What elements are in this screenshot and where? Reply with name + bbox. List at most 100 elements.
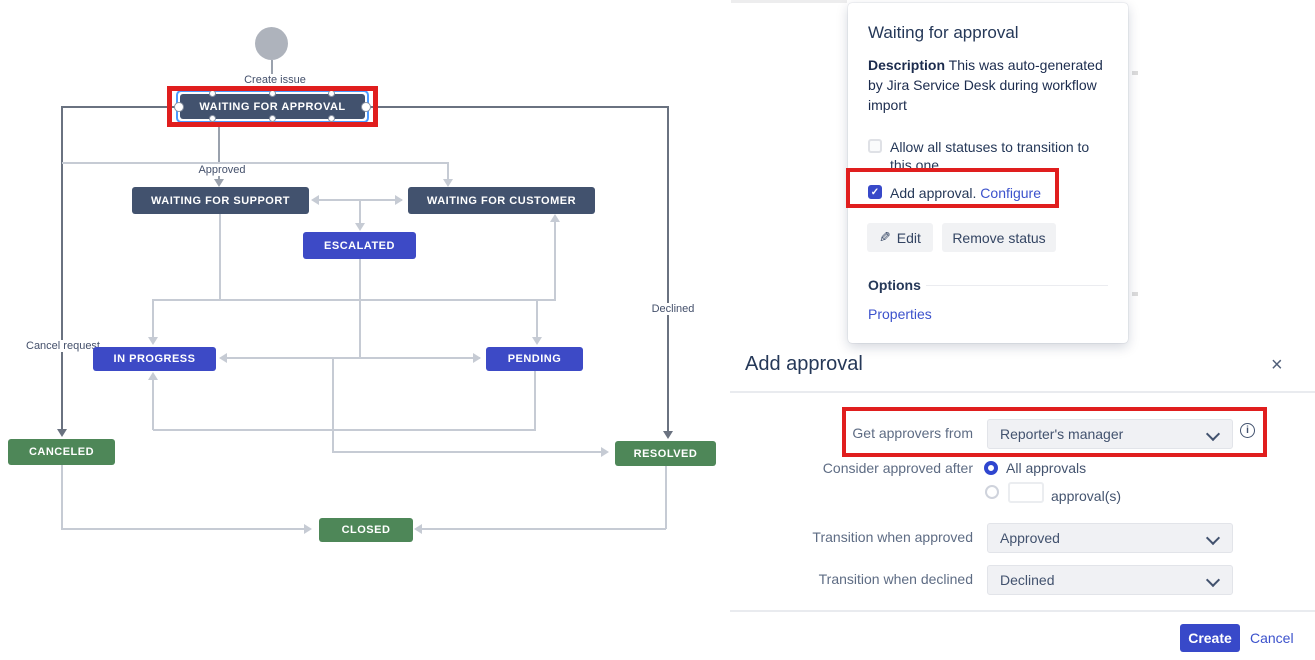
- selection-handle[interactable]: [268, 90, 276, 97]
- approval-count-input[interactable]: [1008, 482, 1044, 503]
- allow-transition-label: Allow all statuses to transition to this…: [890, 139, 1090, 173]
- edit-button[interactable]: ✎ Edit: [867, 223, 933, 252]
- workflow-node-label: ESCALATED: [324, 239, 395, 252]
- workflow-node-label: IN PROGRESS: [113, 353, 196, 365]
- connector: [152, 379, 154, 430]
- all-approvals-radio[interactable]: [984, 461, 998, 475]
- arrowhead: [214, 179, 224, 187]
- workflow-node-resolved[interactable]: RESOLVED: [615, 441, 716, 466]
- workflow-node-waiting-for-support[interactable]: WAITING FOR SUPPORT: [132, 187, 309, 214]
- chevron-down-icon: [1205, 426, 1221, 442]
- connector: [534, 371, 536, 431]
- connector: [61, 465, 63, 529]
- allow-transition-checkbox[interactable]: [868, 139, 882, 153]
- connector: [153, 299, 556, 301]
- status-panel-title: Waiting for approval: [868, 23, 1019, 42]
- scrollbar-mark: [1132, 71, 1138, 75]
- selection-handle[interactable]: [327, 90, 335, 97]
- workflow-node-label: CLOSED: [341, 524, 391, 536]
- workflow-node-canceled[interactable]: CANCELED: [8, 439, 115, 465]
- selection-handle[interactable]: [268, 115, 276, 122]
- selection-handle[interactable]: [209, 115, 217, 122]
- selection-handle[interactable]: [209, 90, 217, 97]
- connector: [61, 528, 304, 530]
- workflow-node-pending[interactable]: PENDING: [486, 347, 583, 371]
- arrowhead: [414, 524, 422, 534]
- divider: [731, 0, 847, 3]
- connector: [153, 429, 535, 431]
- arrowhead: [148, 372, 158, 380]
- connector: [447, 162, 449, 180]
- arrowhead: [395, 195, 403, 205]
- cancel-link[interactable]: Cancel: [1250, 630, 1294, 646]
- connector: [218, 121, 220, 179]
- info-icon[interactable]: i: [1240, 423, 1255, 438]
- connector: [667, 106, 669, 434]
- workflow-node-waiting-for-customer[interactable]: WAITING FOR CUSTOMER: [408, 187, 595, 214]
- transition-label-create-issue[interactable]: Create issue: [236, 74, 314, 86]
- arrowhead: [550, 214, 560, 222]
- transition-approved-label: Transition when approved: [812, 529, 973, 545]
- connector: [62, 162, 449, 164]
- transition-label-approved[interactable]: Approved: [192, 164, 252, 176]
- arrowhead: [601, 447, 609, 457]
- pencil-icon: ✎: [879, 229, 891, 245]
- workflow-node-label: CANCELED: [28, 446, 95, 458]
- workflow-node-closed[interactable]: CLOSED: [319, 518, 413, 542]
- connector: [665, 466, 667, 529]
- close-icon[interactable]: ×: [1271, 354, 1283, 376]
- connector: [219, 214, 221, 300]
- connector: [152, 299, 154, 338]
- arrowhead: [355, 223, 365, 231]
- arrowhead: [304, 524, 312, 534]
- connector: [421, 528, 666, 530]
- arrowhead: [473, 353, 481, 363]
- workflow-node-label: WAITING FOR SUPPORT: [150, 194, 291, 207]
- status-detail-panel: Waiting for approval Description This wa…: [848, 3, 1128, 343]
- connector: [62, 106, 179, 108]
- arrowhead: [57, 429, 67, 437]
- arrowhead: [663, 431, 673, 439]
- workflow-node-escalated[interactable]: ESCALATED: [303, 232, 416, 259]
- connector: [222, 357, 480, 359]
- create-button[interactable]: Create: [1180, 624, 1240, 652]
- connector: [359, 259, 361, 358]
- workflow-diagram: Create issue WAITING FOR APPROVAL WAITING…: [0, 0, 730, 560]
- consider-approved-label: Consider approved after: [822, 460, 973, 476]
- connector: [366, 106, 669, 108]
- description-label: Description: [868, 57, 946, 73]
- workflow-node-label: RESOLVED: [633, 447, 698, 460]
- workflow-node-in-progress[interactable]: IN PROGRESS: [93, 347, 216, 371]
- remove-status-button[interactable]: Remove status: [942, 223, 1056, 252]
- selection-handle[interactable]: [174, 101, 184, 112]
- arrowhead: [532, 337, 542, 345]
- workflow-node-label: WAITING FOR APPROVAL: [199, 100, 346, 113]
- arrowhead: [148, 337, 158, 345]
- connector: [332, 357, 334, 452]
- get-approvers-select[interactable]: Reporter's manager: [987, 419, 1233, 449]
- transition-approved-select[interactable]: Approved: [987, 523, 1233, 553]
- scrollbar-mark: [1132, 292, 1138, 296]
- connector: [314, 199, 402, 201]
- selection-handle[interactable]: [327, 115, 335, 122]
- options-heading: Options: [868, 277, 921, 293]
- chevron-down-icon: [1205, 530, 1221, 546]
- workflow-node-label: WAITING FOR CUSTOMER: [426, 194, 577, 207]
- approval-count-radio[interactable]: [985, 485, 999, 499]
- properties-link[interactable]: Properties: [868, 306, 932, 322]
- transition-label-declined[interactable]: Declined: [645, 303, 701, 315]
- selection-handle[interactable]: [361, 101, 371, 112]
- connector: [61, 106, 63, 432]
- add-approval-label: Add approval. Configure: [890, 185, 1041, 201]
- get-approvers-label: Get approvers from: [852, 425, 973, 441]
- dialog-footer-divider: [730, 610, 1315, 612]
- start-node-circle[interactable]: [255, 27, 288, 60]
- connector: [359, 200, 361, 224]
- configure-link[interactable]: Configure: [980, 185, 1041, 201]
- workflow-node-label: PENDING: [507, 353, 562, 365]
- transition-label-cancel-request[interactable]: Cancel request: [18, 340, 108, 352]
- transition-declined-select[interactable]: Declined: [987, 565, 1233, 595]
- workflow-node-waiting-for-approval[interactable]: WAITING FOR APPROVAL: [174, 90, 371, 123]
- add-approval-checkbox[interactable]: ✓: [868, 185, 882, 199]
- dialog-header-divider: [730, 391, 1315, 393]
